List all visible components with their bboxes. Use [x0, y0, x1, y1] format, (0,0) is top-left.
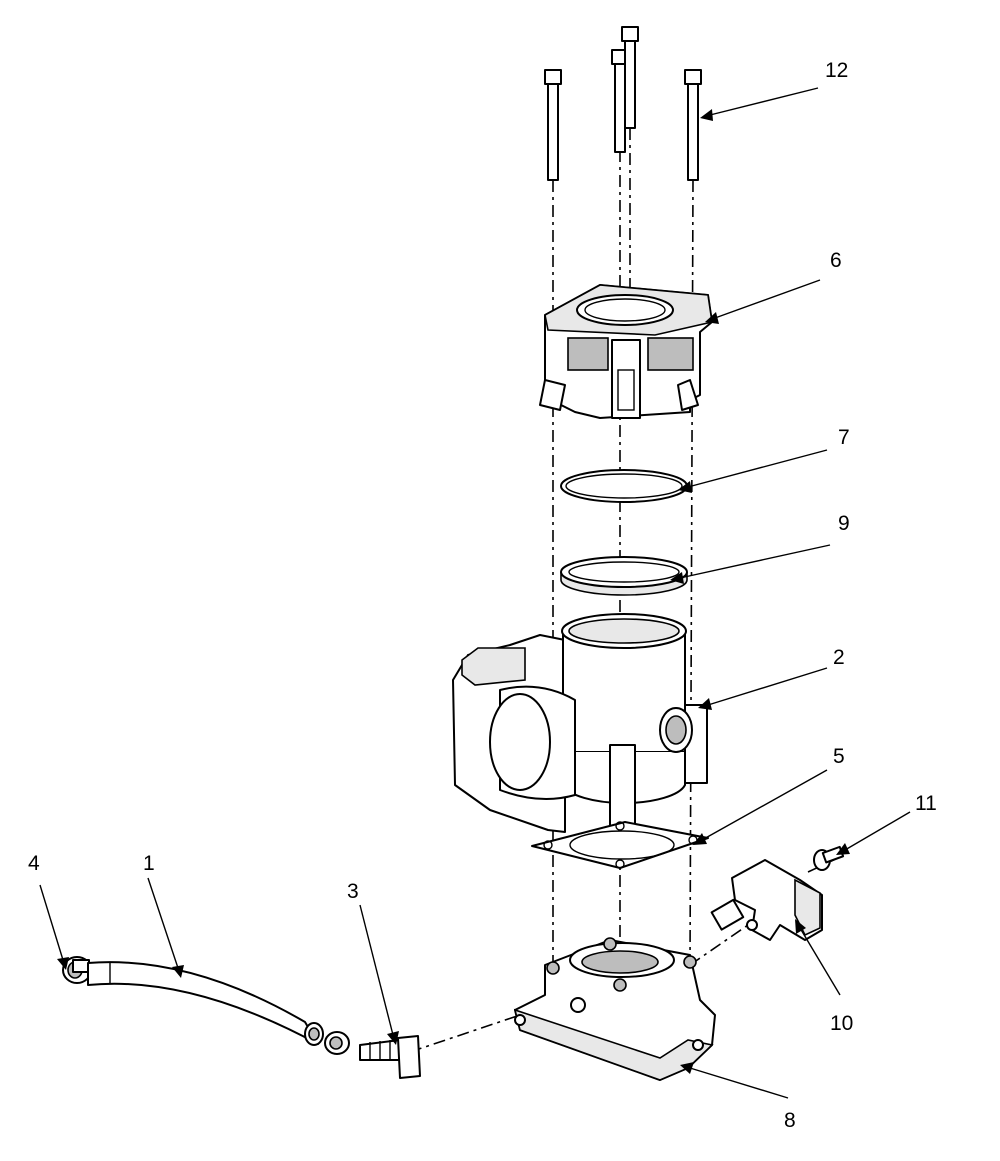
callout-1: 1	[143, 852, 155, 875]
lower-housing-part-8	[513, 937, 716, 1081]
callout-8: 8	[784, 1109, 796, 1132]
callout-5: 5	[833, 745, 845, 768]
elbow-fitting-part-3	[359, 1035, 421, 1079]
gasket-part-5	[531, 821, 709, 869]
callout-9: 9	[838, 512, 850, 535]
callout-11: 11	[915, 792, 937, 815]
seal-ring-part-9	[560, 556, 688, 596]
throttle-body-part-2	[452, 613, 708, 833]
upper-housing-part-6	[539, 284, 713, 419]
callout-4: 4	[28, 852, 40, 875]
bolt	[544, 69, 562, 181]
leader-lines	[39, 87, 911, 1099]
bolts-part-12	[544, 26, 702, 181]
bolt	[621, 26, 639, 129]
hose-part-1	[87, 961, 324, 1046]
sensor-part-10	[710, 859, 823, 941]
callout-3: 3	[347, 880, 359, 903]
callout-7: 7	[838, 426, 850, 449]
callout-6: 6	[830, 249, 842, 272]
callout-labels: 1 2 3 4 5 6 7 8 9 10 11 12	[28, 59, 937, 1132]
callout-12: 12	[825, 59, 848, 82]
bolt	[684, 69, 702, 181]
screw-part-11	[813, 845, 845, 871]
callout-2: 2	[833, 646, 845, 669]
callout-10: 10	[830, 1012, 853, 1035]
clamp	[324, 1031, 350, 1055]
o-ring-part-7	[560, 469, 688, 503]
